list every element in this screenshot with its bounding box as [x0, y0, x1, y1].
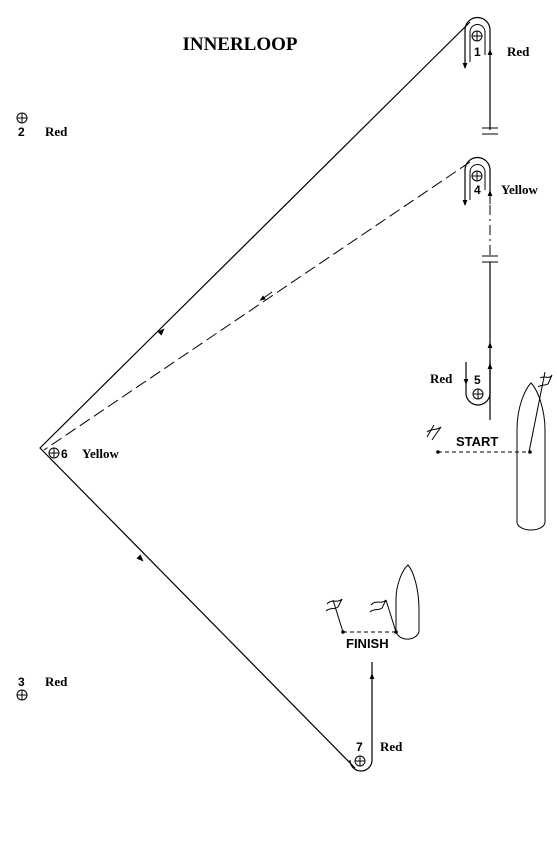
arrow-icon — [157, 328, 165, 336]
mark-color: Yellow — [501, 182, 538, 197]
committee-boat-icon — [516, 382, 546, 531]
mark-buoy-icon — [471, 170, 483, 182]
start-label: START — [456, 434, 498, 449]
flag-icon — [426, 424, 442, 441]
mark-7-loop — [349, 662, 375, 772]
mark-4: 4 Yellow — [471, 170, 538, 197]
course-line-dashed — [43, 161, 471, 451]
mark-number: 2 — [18, 125, 25, 139]
mark-5: 5 Red — [430, 371, 484, 400]
mark-1: 1 Red — [471, 30, 530, 59]
finish-label: FINISH — [346, 636, 389, 651]
finish-line: FINISH — [325, 564, 420, 651]
mark-number: 4 — [474, 183, 481, 197]
mark-number: 5 — [474, 373, 481, 387]
mark-2: 2 Red — [16, 112, 68, 139]
start-line: START — [426, 371, 553, 531]
mark-3: 3 Red — [16, 674, 68, 701]
arrow-icon — [259, 291, 273, 301]
mark-7: 7 Red — [354, 739, 403, 767]
mark-number: 6 — [61, 447, 68, 461]
mark-1-loop — [462, 16, 493, 69]
arrow-icon — [136, 554, 144, 562]
committee-boat-icon — [395, 564, 420, 640]
mark-6: 6 Yellow — [48, 446, 119, 461]
mark-color: Red — [430, 371, 453, 386]
mark-5-loop — [463, 362, 493, 406]
mark-4-loop — [462, 156, 498, 263]
mark-buoy-icon — [472, 388, 484, 400]
mark-color: Red — [45, 674, 68, 689]
mark-color: Yellow — [82, 446, 119, 461]
mark-color: Red — [507, 44, 530, 59]
mark-buoy-icon — [354, 755, 366, 767]
course-line-solid — [39, 21, 471, 769]
mark-number: 7 — [356, 740, 363, 754]
mark-buoy-icon — [16, 112, 28, 124]
flag-icon — [369, 599, 397, 633]
mark-buoy-icon — [16, 689, 28, 701]
leg-start-to-mark-1 — [482, 60, 498, 135]
mark-number: 3 — [18, 675, 25, 689]
course-title: INNERLOOP — [182, 34, 297, 55]
mark-color: Red — [45, 124, 68, 139]
flag-icon — [325, 598, 344, 633]
mark-buoy-icon — [471, 30, 483, 42]
flag-icon — [528, 371, 553, 453]
mark-buoy-icon — [48, 447, 60, 459]
mark-color: Red — [380, 739, 403, 754]
mark-number: 1 — [474, 45, 481, 59]
